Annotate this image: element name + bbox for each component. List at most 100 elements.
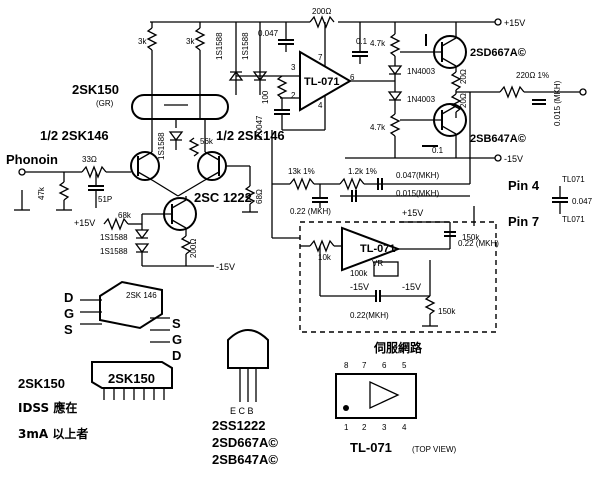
c0047-top-label: 0.047 [258,29,279,38]
tl071-b: TL071 [562,215,585,224]
r10k-label: 10k [318,253,332,262]
jfet-right-label: 1/2 2SK146 [216,128,285,143]
cap-0047-top: 0.047 [258,22,294,52]
transistor-q-label: 2SC 1222 [194,190,252,205]
c022-servo-label: 0.22 (MKH) [458,239,499,248]
minus15-label-top: -15V [504,154,523,164]
dip-view: (TOP VIEW) [412,445,456,454]
to92-part3: 2SB647A© [212,452,278,467]
r13k-label: 13k 1% [288,167,315,176]
c01-b-label: 0.1 [432,146,444,155]
r33-label: 33Ω [82,155,97,164]
sip-label: 2SK150 [108,371,155,386]
diode-lower-label: 1N4003 [407,95,436,104]
dip-name: TL-071 [350,440,392,455]
diode-1s1588-a: 1S1588 [215,32,224,60]
c0047-mkh-label: 0.047(MKH) [396,171,439,180]
c022-bot-label: 0.22(MKH) [350,311,389,320]
r56k-label: 56k [200,137,214,146]
idss-title: 2SK150 [18,376,65,391]
pin7: 7 [318,53,323,62]
legend-dip-tl071: 伺服網路 8 7 6 5 1 2 3 4 TL-071 (TOP VIEW) [335,340,456,455]
to92-part1: 2SS1222 [212,418,266,433]
c0015-label: 0.015 (MKH) [553,80,562,126]
cap-01-top: 0.1 [352,22,368,64]
plus15-label-top: +15V [504,18,525,28]
pin4: 4 [318,101,323,110]
r68-label: 68Ω [255,189,264,204]
diodes-1s1588-top: 1S1588 1S1588 [215,22,300,95]
pkg-2sk146-label: 2SK 146 [126,291,157,300]
minus15-servo-a: -15V [350,282,369,292]
pin-s-left: S [64,322,73,337]
r68k-label: 68k [118,211,132,220]
idss-note: 2SK150 IDSS 應在 3mA 以上者 [18,376,88,441]
phono-input-label: Phonoin [6,152,58,167]
jfet-rank-label: (GR) [96,99,114,108]
r3k-b-label: 3k [186,37,195,46]
jfet-2sk150: 2SK150 (GR) [72,82,229,128]
output-stage: 4.7k 1N4003 1N4003 4.7k -15V 2SD667A© 20… [345,22,587,164]
r20-b-label: 20Ω [459,93,468,108]
opamp-servo-label: TL-071 [360,243,395,255]
r12k-label: 1.2k 1% [348,167,377,176]
r47k-in-label: 47k [37,186,46,200]
dip-pin2: 2 [362,423,367,432]
transistor-2sc1222: 200Ω -15V 2SC 1222 1S1588 1S1588 68k +15… [74,190,252,272]
r220-label: 220Ω 1% [516,71,549,80]
vr100k-label: 100k [350,269,368,278]
positive-rail: +15V 200Ω [150,7,525,29]
dip-pin3: 3 [382,423,387,432]
servo-title: 伺服網路 [373,340,423,355]
plus15-label-bias: +15V [74,218,95,228]
pin-decoupling-note: Pin 4 Pin 7 TL071 TL071 0.047 [508,175,593,229]
pin4-note: Pin 4 [508,178,540,193]
dip-pin6: 6 [382,361,387,370]
c51p-label: 51P [98,195,112,204]
r47k-a-label: 4.7k [370,39,386,48]
r150k-b-label: 150k [438,307,456,316]
pnp-out-label: 2SB647A© [470,133,526,145]
rc-feedback-input: 100 0.0047 [255,75,325,140]
pin2: 2 [291,91,296,100]
legend-2sk146-pkg: 2SK 146 D G S S G D [64,280,182,363]
tl071-a: TL071 [562,175,585,184]
legend-to92: E C B 2SS1222 2SD667A© 2SB647A© [212,329,278,467]
diode-1s1588-bias-a: 1S1588 [100,233,128,242]
c01-label: 0.1 [356,37,368,46]
c00047-label: 0.0047 [255,115,264,140]
mid-diodes: 56k 1S1588 1/2 2SK146 1/2 2SK146 [40,128,285,160]
idss-line2: 3mA 以上者 [18,426,88,441]
riaa-network: 13k 1% 1.2k 1% 0.047(MKH) 0.22 (MKH) 0.0… [272,92,471,216]
opamp-main: TL-071 3 2 7 4 6 [291,22,395,130]
dip-pin1: 1 [344,423,349,432]
pin-d-left: D [64,290,73,305]
pin6: 6 [350,73,355,82]
dip-pin5: 5 [402,361,407,370]
pin-cap-label: 0.047 [572,197,593,206]
diode-upper-label: 1N4003 [407,67,436,76]
pin-d-right: D [172,348,181,363]
r150k-a-label: 150k [462,233,480,242]
jfet-2sk146-pair [130,119,227,197]
pin-g-left: G [64,306,74,321]
r200-top-label: 200Ω [312,7,331,16]
diode-1s1588-mid: 1S1588 [157,132,166,160]
idss-line1: IDSS 應在 [18,400,77,415]
vr-label: VR [372,259,383,268]
resistor-3k-left: 3k [138,22,158,95]
minus15-servo-b: -15V [402,282,421,292]
diode-1s1588-b: 1S1588 [241,32,250,60]
to92-pins: E C B [230,406,254,416]
minus15-label-q: -15V [216,262,235,272]
phono-input: Phonoin 33Ω 47k 51P [6,152,131,211]
r20-a-label: 20Ω [459,69,468,84]
pin7-note: Pin 7 [508,214,539,229]
pin-s-right: S [172,316,181,331]
pin3: 3 [291,63,296,72]
pin-g-right: G [172,332,182,347]
opamp-main-label: TL-071 [304,76,339,88]
r200-q-label: 200Ω [189,239,198,258]
